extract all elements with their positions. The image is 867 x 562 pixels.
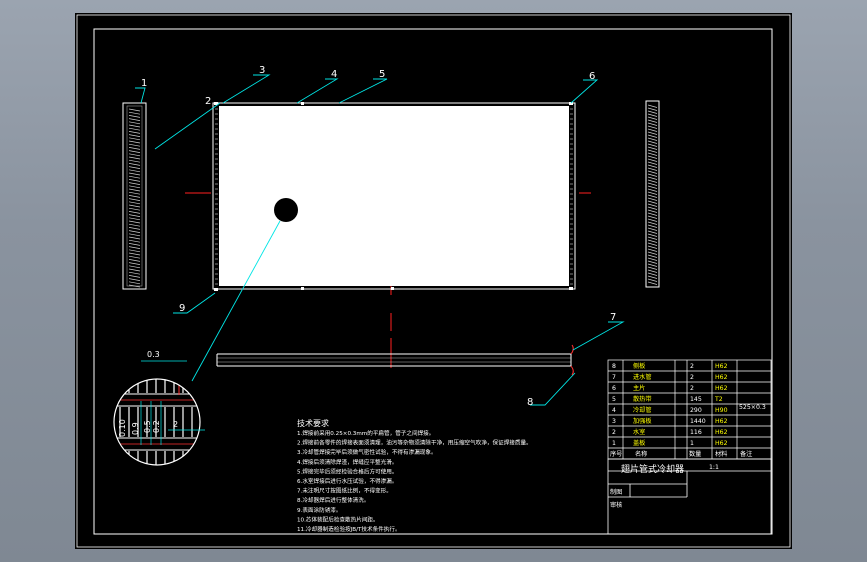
tech-req-line: 5.焊接完毕后须经检验合格后方可使用。 — [297, 467, 397, 475]
cad-drawing: 1 2 3 4 5 6 7 8 9 0.3 0.10 0.9 0.5 0.2 2… — [76, 14, 791, 548]
bom-no: 4 — [612, 407, 616, 414]
bom-qty: 2 — [690, 374, 694, 381]
tech-req-line: 2.焊接前各零件的焊接表面须清理，油污等杂物须清除干净，用压缩空气吹净，保证焊接… — [297, 439, 532, 447]
main-front-view — [212, 102, 576, 291]
tech-req-line: 10.芯体装配后检查散热片间距。 — [297, 515, 379, 523]
tech-req-line: 3.冷却管焊接完毕后须做气密性试验，不得有渗漏现象。 — [297, 448, 437, 456]
dim-2: 2 — [173, 420, 178, 429]
balloon-6: 6 — [589, 71, 595, 82]
balloon-labels: 1 2 3 4 5 6 7 8 9 — [141, 65, 616, 408]
dim-0-2: 0.2 — [152, 420, 161, 433]
title-block: 翅片管式冷却器 1:1 制图 审核 — [607, 458, 772, 535]
bom-header-cell: 数量 — [689, 450, 701, 458]
bom-no: 7 — [612, 374, 616, 381]
inner-border — [93, 28, 773, 535]
bom-material: H62 — [715, 429, 728, 436]
detail-dim-lines — [141, 360, 205, 431]
dim-0-10: 0.10 — [118, 419, 127, 437]
bom-name: 水室 — [633, 428, 645, 436]
bom-qty: 2 — [690, 385, 694, 392]
bom-no: 8 — [612, 363, 616, 370]
bom-material: H62 — [715, 440, 728, 447]
bom-no: 2 — [612, 429, 616, 436]
tech-req-line: 1.焊接前采用0.25×0.3mm的平扁管，管子之间焊接。 — [297, 429, 434, 437]
drawing-title: 翅片管式冷却器 — [621, 463, 684, 475]
right-side-view — [645, 100, 660, 288]
bom-material: H62 — [715, 385, 728, 392]
drawing-sheet: 1 2 3 4 5 6 7 8 9 0.3 0.10 0.9 0.5 0.2 2… — [75, 13, 792, 549]
drawing-scale: 1:1 — [709, 464, 719, 471]
bom-qty: 1 — [690, 440, 694, 447]
bom-material: H90 — [715, 407, 728, 414]
balloon-5: 5 — [379, 69, 385, 80]
balloon-3: 3 — [259, 65, 265, 76]
tech-req-line: 6.水室焊接后进行水压试验，不得渗漏。 — [297, 477, 397, 485]
bom-name: 加强板 — [633, 417, 652, 425]
bom-qty: 2 — [690, 363, 694, 370]
tech-req-heading: 技术要求 — [297, 418, 329, 428]
dim-0-3: 0.3 — [147, 350, 160, 359]
bom-no: 3 — [612, 418, 616, 425]
bom-spec: 525×0.3 — [739, 404, 766, 411]
bom-qty: 145 — [690, 396, 702, 403]
bom-name: 冷却管 — [633, 406, 652, 414]
inlet-hole — [274, 198, 298, 222]
balloon-1: 1 — [141, 78, 147, 89]
bom-header-cell: 序号 — [610, 450, 622, 458]
bom-no: 5 — [612, 396, 616, 403]
bom-material: H62 — [715, 374, 728, 381]
core-face — [219, 106, 569, 286]
detail-view — [113, 378, 201, 466]
tech-req-line: 4.焊接后须清除焊渣，焊缝应平整光滑。 — [297, 458, 397, 466]
balloon-4: 4 — [331, 69, 337, 80]
bom-header-cell: 材料 — [715, 450, 727, 458]
outer-border — [76, 14, 791, 548]
tech-req-line: 11.冷却器制造检验按JB/T技术条件执行。 — [297, 525, 401, 533]
bom-material: H62 — [715, 418, 728, 425]
bom-material: H62 — [715, 363, 728, 370]
bom-no: 6 — [612, 385, 616, 392]
bom-qty: 116 — [690, 429, 702, 436]
balloon-9: 9 — [179, 303, 185, 314]
balloon-7: 7 — [610, 312, 616, 323]
role-drafter: 制图 — [610, 488, 622, 496]
role-reviewer: 审核 — [610, 501, 622, 509]
tech-req-line: 8.冷却器焊后进行整体清洗。 — [297, 496, 369, 504]
dim-0-5: 0.5 — [143, 420, 152, 433]
bom-no: 1 — [612, 440, 616, 447]
tech-req-line: 7.未注明尺寸按图纸比例，不得变形。 — [297, 487, 392, 495]
bom-qty: 290 — [690, 407, 702, 414]
detail-dimensions: 0.3 0.10 0.9 0.5 0.2 2 — [118, 350, 178, 437]
balloon-8: 8 — [527, 397, 533, 408]
bom-name: 进水管 — [633, 373, 652, 381]
balloon-2: 2 — [205, 96, 211, 107]
bom-name: 主片 — [633, 384, 645, 392]
leader-lines — [135, 74, 625, 406]
bom-name: 散热带 — [633, 395, 652, 403]
tech-req-line: 9.表面涂防锈漆。 — [297, 506, 342, 514]
bom-name: 盖板 — [633, 439, 645, 447]
bom-qty: 1440 — [690, 418, 706, 425]
bottom-tube-view — [216, 344, 574, 376]
bom-header-cell: 备注 — [740, 450, 752, 458]
dim-0-9: 0.9 — [131, 422, 140, 435]
tech-requirements: 技术要求 1.焊接前采用0.25×0.3mm的平扁管，管子之间焊接。 2.焊接前各… — [297, 418, 532, 533]
bom-name: 侧板 — [633, 362, 645, 370]
bom-material: T2 — [714, 396, 723, 403]
bom-header-cell: 名称 — [635, 450, 647, 458]
left-side-view — [122, 102, 147, 290]
